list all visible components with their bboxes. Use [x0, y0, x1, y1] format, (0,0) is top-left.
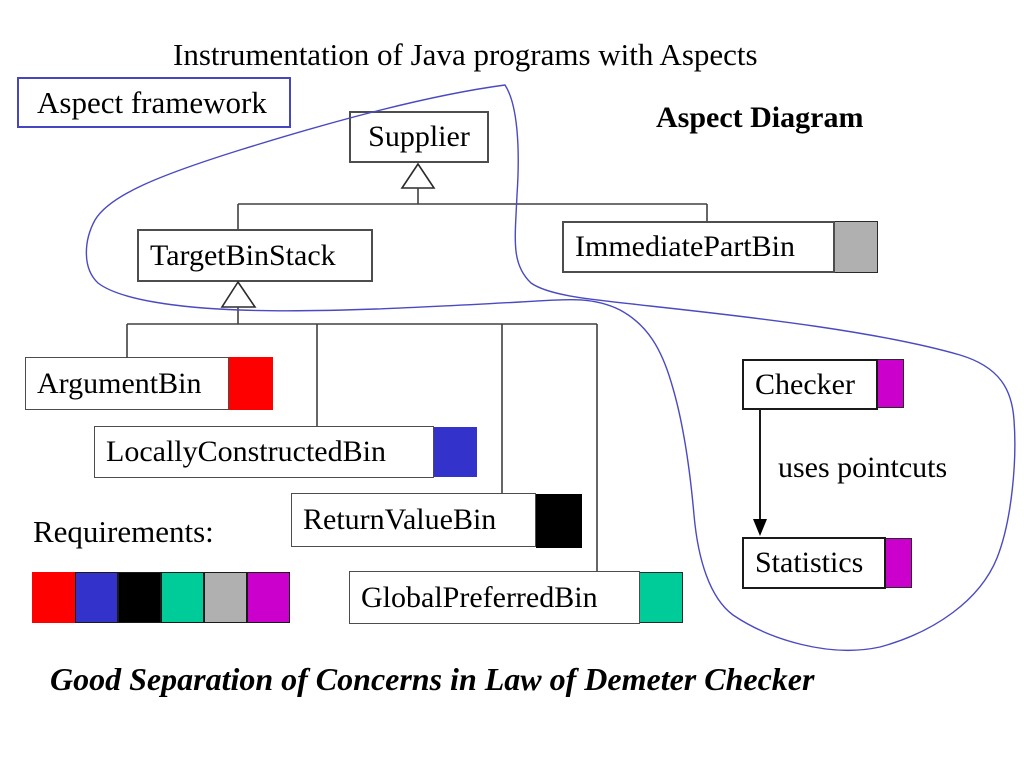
- footer-caption: Good Separation of Concerns in Law of De…: [50, 661, 815, 697]
- supplier-label: Supplier: [368, 120, 470, 153]
- checker-label: Checker: [755, 367, 855, 401]
- uses-pointcuts-label: uses pointcuts: [778, 451, 948, 484]
- statistics-color-chip: [885, 538, 912, 588]
- requirements-swatch: [204, 572, 247, 623]
- globalpreferredbin-color-chip: [639, 572, 683, 623]
- class-box-supplier: Supplier: [349, 111, 489, 163]
- slide-title: Instrumentation of Java programs with As…: [173, 37, 758, 72]
- supplier-inheritance-triangle-icon: [400, 162, 436, 189]
- aspect-framework-box: Aspect framework: [17, 77, 291, 128]
- class-box-argumentbin: ArgumentBin: [25, 357, 229, 410]
- class-box-statistics: Statistics: [742, 537, 886, 589]
- aspect-diagram-heading: Aspect Diagram: [656, 101, 864, 134]
- class-box-globalpreferredbin: GlobalPreferredBin: [349, 571, 640, 624]
- requirements-swatch-row: [32, 572, 290, 623]
- locallyconstructedbin-color-chip: [434, 427, 477, 477]
- requirements-swatch: [75, 572, 118, 623]
- class-box-locallyconstructedbin: LocallyConstructedBin: [94, 426, 434, 478]
- requirements-swatch: [161, 572, 204, 623]
- returnvaluebin-label: ReturnValueBin: [303, 503, 497, 536]
- immediatepartbin-label: ImmediatePartBin: [575, 230, 795, 263]
- argumentbin-color-chip: [228, 357, 273, 410]
- returnvaluebin-color-chip: [536, 494, 582, 548]
- requirements-swatch: [118, 572, 161, 623]
- class-box-immediatepartbin: ImmediatePartBin: [562, 221, 835, 273]
- class-box-checker: Checker: [742, 359, 878, 410]
- aspect-framework-label: Aspect framework: [37, 84, 267, 120]
- checker-color-chip: [877, 359, 904, 408]
- requirements-swatch: [247, 572, 290, 623]
- requirements-swatch: [32, 572, 75, 623]
- targetbinstack-label: TargetBinStack: [150, 238, 336, 272]
- statistics-label: Statistics: [755, 546, 864, 579]
- locallyconstructedbin-label: LocallyConstructedBin: [106, 435, 386, 468]
- class-box-targetbinstack: TargetBinStack: [137, 229, 373, 282]
- checker-statistics-arrowhead-icon: [753, 519, 767, 536]
- immediatepartbin-color-chip: [833, 221, 878, 273]
- class-box-returnvaluebin: ReturnValueBin: [291, 493, 536, 547]
- targetbinstack-inheritance-triangle-icon: [220, 280, 257, 308]
- argumentbin-label: ArgumentBin: [37, 366, 202, 400]
- globalpreferredbin-label: GlobalPreferredBin: [361, 580, 598, 614]
- requirements-label: Requirements:: [33, 514, 214, 549]
